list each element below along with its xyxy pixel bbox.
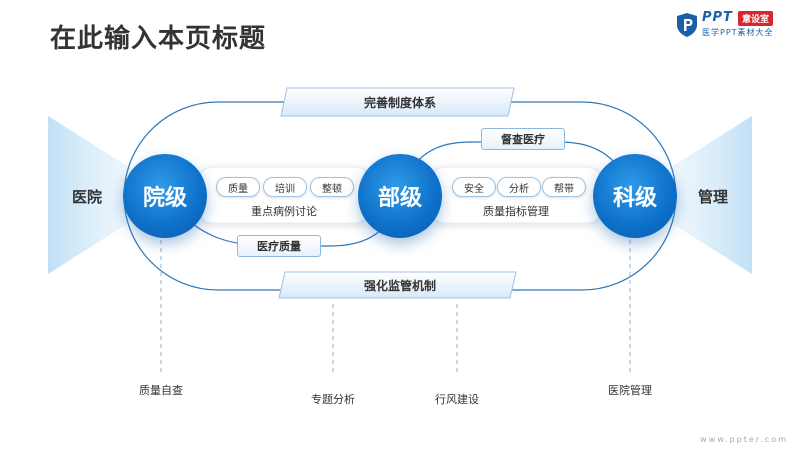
bottom-band (278, 271, 517, 299)
logo-subtitle: 医学PPT素材大全 (702, 28, 774, 37)
side-label-right: 管理 (698, 188, 729, 206)
logo-brand: PPT (702, 10, 733, 25)
right-box-label: 质量指标管理 (483, 205, 549, 218)
pill-right-2: 分析 (497, 177, 541, 197)
outer-loop (123, 101, 677, 291)
tag-supervision: 督查医疗 (481, 128, 565, 150)
pill-left-3: 整顿 (310, 177, 354, 197)
logo: PPT 意设室 医学PPT素材大全 (676, 10, 796, 40)
bottom-label-1: 质量自查 (139, 384, 183, 397)
top-band-label: 完善制度体系 (363, 96, 436, 110)
footer-url: www.ppter.com (700, 435, 788, 444)
pill-left-2: 培训 (263, 177, 307, 197)
node-department-level: 部级 (358, 154, 442, 238)
tag-medical-quality: 医疗质量 (237, 235, 321, 257)
pill-right-3: 帮带 (542, 177, 586, 197)
node-hospital-level: 院级 (123, 154, 207, 238)
pill-left-1: 质量 (216, 177, 260, 197)
bottom-label-4: 医院管理 (608, 384, 652, 397)
bottom-band-label: 强化监管机制 (363, 279, 436, 293)
shield-logo-icon (677, 13, 697, 37)
right-beam (635, 116, 752, 274)
bottom-label-3: 行风建设 (435, 393, 479, 406)
node-section-level: 科级 (593, 154, 677, 238)
logo-badge: 意设室 (738, 11, 774, 26)
left-box-label: 重点病例讨论 (251, 205, 317, 218)
side-label-left: 医院 (72, 188, 103, 206)
page-title: 在此输入本页标题 (50, 24, 267, 54)
left-beam (48, 116, 165, 274)
bottom-label-2: 专题分析 (311, 393, 355, 406)
pill-right-1: 安全 (452, 177, 496, 197)
top-band (280, 87, 515, 117)
